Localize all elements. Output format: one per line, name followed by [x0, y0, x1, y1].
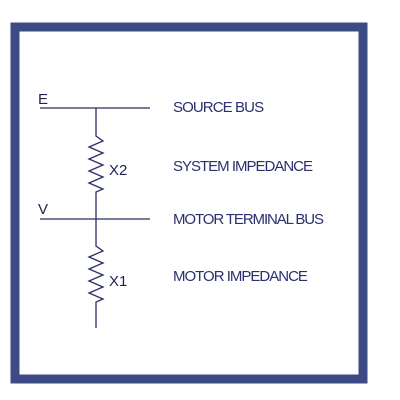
- system-impedance-resistor: [87, 108, 105, 219]
- source-bus-label: SOURCE BUS: [173, 99, 264, 116]
- diagram-frame: [10, 22, 368, 384]
- source-node-label: E: [38, 91, 48, 108]
- motor-impedance-symbol: X1: [109, 273, 127, 290]
- motor-terminal-node-label: V: [38, 201, 48, 218]
- system-impedance-symbol: X2: [109, 162, 127, 179]
- motor-impedance-label: MOTOR IMPEDANCE: [173, 268, 308, 285]
- system-impedance-label: SYSTEM IMPEDANCE: [173, 158, 313, 175]
- motor-impedance-resistor: [87, 219, 105, 328]
- motor-terminal-bus-label: MOTOR TERMINAL BUS: [173, 211, 324, 228]
